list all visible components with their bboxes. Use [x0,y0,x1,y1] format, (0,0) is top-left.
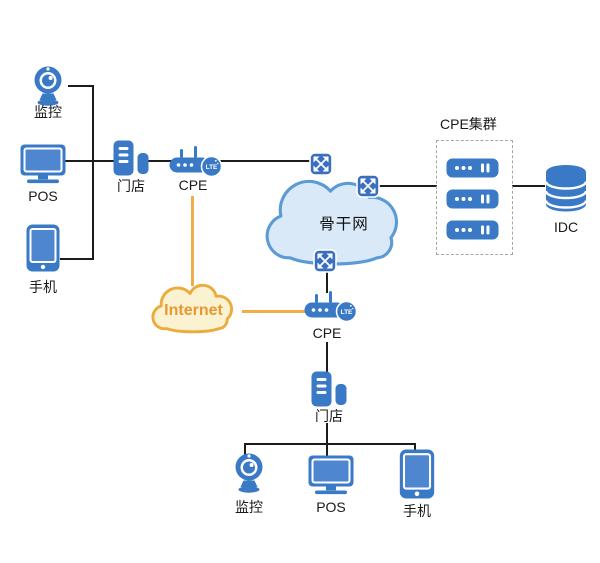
cpe-cluster-box [436,140,513,255]
connector-line [60,258,94,260]
connector-line [326,270,328,293]
connector-line [244,443,246,455]
cpe-router-icon: LTE [169,146,223,178]
cpe-top-label: CPE [178,177,208,193]
webcam-icon [34,66,62,106]
cpe-router-icon: LTE [304,291,358,323]
switch-node-icon [356,174,380,198]
monitor-label: 监控 [34,104,62,120]
idc-label: IDC [553,219,579,235]
server-icon [446,189,499,209]
lte-badge: LTE [335,300,358,323]
smartphone-icon [399,449,435,499]
internet-cloud-label: Internet [164,302,223,319]
connector-line [68,85,93,87]
connector-line [218,160,312,162]
connector-line [379,185,437,187]
connector-line [64,160,114,162]
monitor-bottom-label: 监控 [235,499,263,515]
internet-connector-line [191,196,194,286]
cpe-bottom-label: CPE [312,325,342,341]
switch-node-icon [309,152,333,176]
connector-line [148,160,172,162]
database-icon [544,165,588,212]
pos-monitor-icon [308,455,354,495]
connector-line [512,185,545,187]
store-bottom-label: 门店 [315,408,343,424]
internet-cloud-shape [151,283,234,334]
webcam-icon [235,453,263,493]
phone-label: 手机 [29,279,57,295]
store-terminal-icon [113,140,149,176]
backbone-cloud-label: 骨干网 [319,216,369,233]
server-icon [446,220,499,240]
connector-line [414,443,416,452]
switch-node-icon [313,249,337,273]
phone-bottom-label: 手机 [403,503,431,519]
pos-label: POS [28,188,58,204]
svg-text:LTE: LTE [341,309,353,316]
connector-line [326,342,328,373]
internet-connector-line [242,310,306,313]
connector-line [244,443,416,445]
connector-line [326,423,328,445]
store-label: 门店 [117,178,145,194]
connector-line [92,85,94,260]
server-icon [446,158,499,178]
pos-monitor-icon [20,144,66,184]
lte-badge: LTE [200,155,223,178]
svg-text:LTE: LTE [206,164,218,171]
smartphone-icon [26,224,60,272]
cpe-cluster-label: CPE集群 [440,116,497,132]
store-terminal-icon [311,371,347,407]
pos-bottom-label: POS [316,499,346,515]
connector-line [326,443,328,457]
